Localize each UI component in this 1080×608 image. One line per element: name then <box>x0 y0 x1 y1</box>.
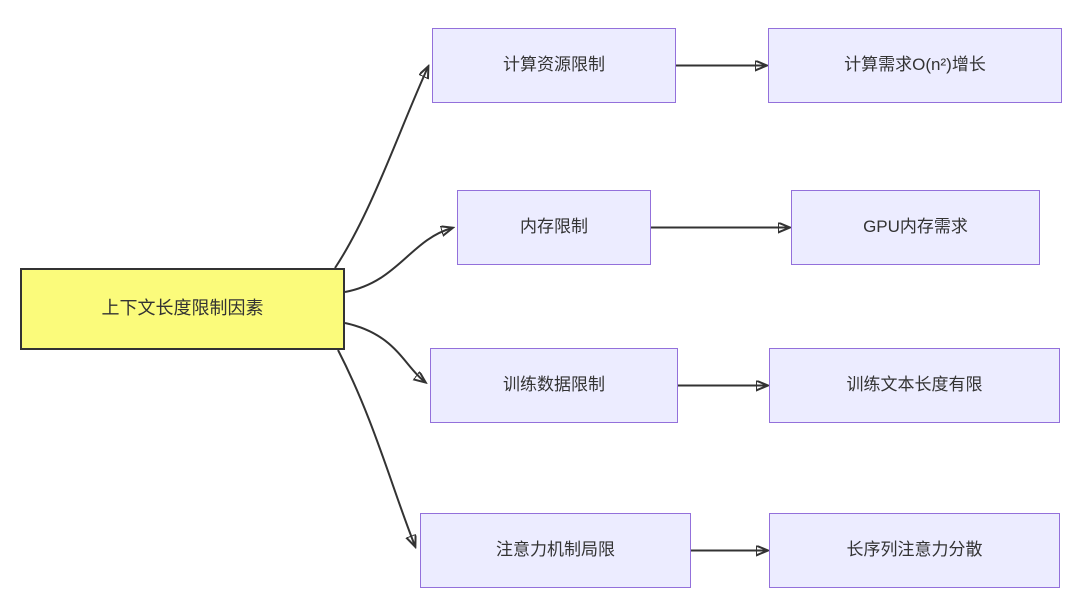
node-training-data-limit: 训练数据限制 <box>430 348 678 423</box>
edge-root-to-attention-mechanism-limitation <box>337 349 415 546</box>
node-long-sequence-attention-dispersion: 长序列注意力分散 <box>769 513 1060 588</box>
edge-root-to-computing-resource-limit <box>334 67 428 269</box>
node-label: GPU内存需求 <box>863 217 968 237</box>
node-label: 上下文长度限制因素 <box>101 298 264 319</box>
node-label: 训练文本长度有限 <box>846 375 983 395</box>
node-context-length-limit-factors: 上下文长度限制因素 <box>20 268 345 350</box>
node-label: 计算资源限制 <box>503 55 605 75</box>
node-computing-resource-limit: 计算资源限制 <box>432 28 676 103</box>
node-label: 长序列注意力分散 <box>846 540 983 560</box>
node-gpu-memory-demand: GPU内存需求 <box>791 190 1040 265</box>
node-attention-mechanism-limitation: 注意力机制局限 <box>420 513 691 588</box>
node-memory-limit: 内存限制 <box>457 190 651 265</box>
node-label: 注意力机制局限 <box>496 540 615 560</box>
node-label: 计算需求O(n²)增长 <box>844 55 986 75</box>
edge-root-to-training-data-limit <box>344 322 425 382</box>
node-label: 内存限制 <box>520 217 588 237</box>
node-label: 训练数据限制 <box>503 375 605 395</box>
node-training-text-length-limited: 训练文本长度有限 <box>769 348 1060 423</box>
edge-root-to-memory-limit <box>344 228 452 293</box>
node-compute-demand-growth: 计算需求O(n²)增长 <box>768 28 1062 103</box>
